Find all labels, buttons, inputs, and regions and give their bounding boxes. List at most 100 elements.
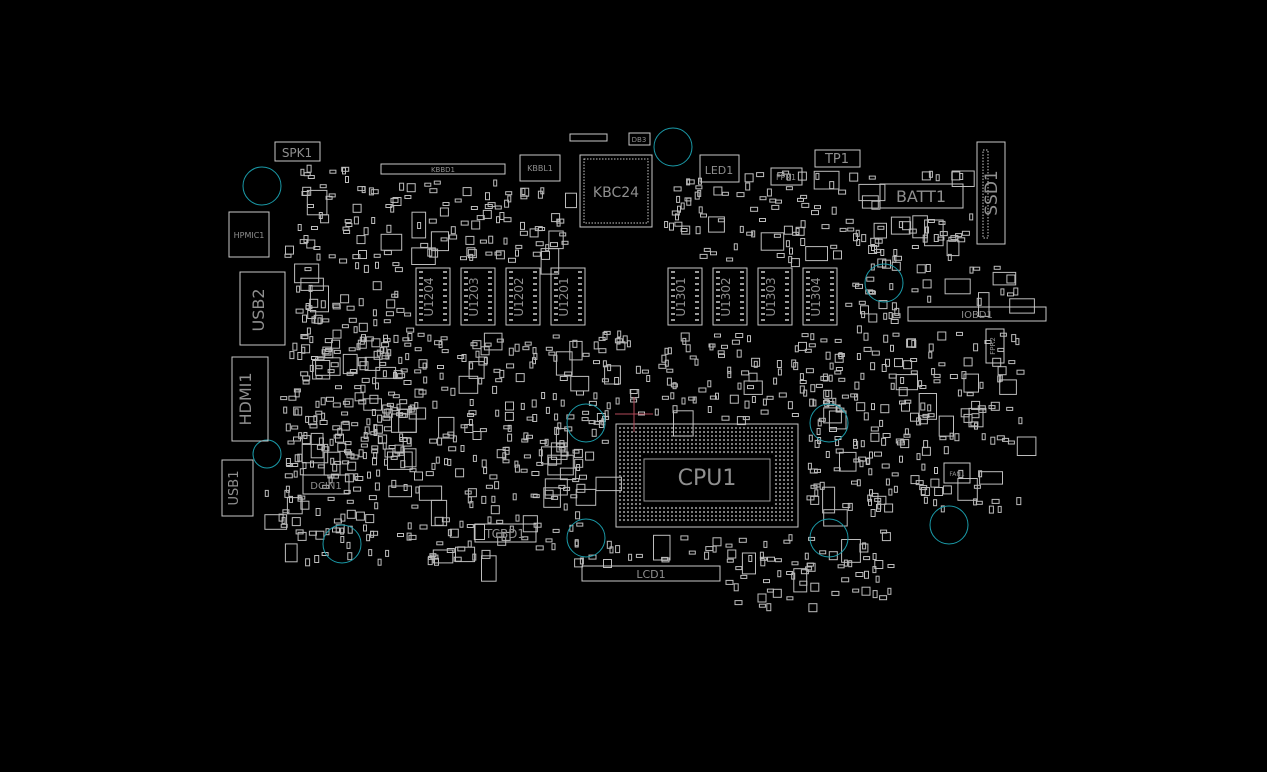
passive-component — [874, 451, 882, 457]
mounting-hole — [929, 505, 969, 545]
memory-chip-u1302[interactable]: U1302 — [712, 267, 748, 326]
db3-component[interactable]: DB3 — [628, 132, 651, 146]
memory-chip-u1301[interactable]: U1301 — [667, 267, 703, 326]
cpu-ball — [750, 434, 754, 438]
memory-chip-u1203[interactable]: U1203 — [460, 267, 496, 326]
lcd1-connector[interactable]: LCD1 — [581, 565, 721, 582]
cpu-ball — [738, 510, 742, 514]
passive-component — [376, 469, 381, 477]
cpu1-package[interactable]: CPU1 — [615, 423, 799, 528]
passive-component — [457, 355, 465, 359]
memory-chip-u1304[interactable]: U1304 — [802, 267, 838, 326]
cpu-ball — [650, 514, 654, 518]
passive-component — [885, 358, 890, 367]
memory-chip-u1204[interactable]: U1204 — [415, 267, 451, 326]
cpu-ball — [746, 446, 750, 450]
passive-component — [552, 334, 560, 339]
memory-chips: U1204 U1203 U1202 U1201 U1301 U1302 U130… — [415, 267, 838, 326]
memory-chip-pin — [488, 295, 492, 297]
passive-component — [319, 184, 327, 189]
cpu-ball — [726, 514, 730, 518]
passive-component — [892, 313, 901, 319]
passive-component — [809, 468, 818, 474]
hdmi1-connector[interactable]: HDMI1 — [231, 356, 269, 442]
kbbl1-connector[interactable]: KBBL1 — [519, 154, 561, 182]
fan1-connector[interactable]: FAN1 — [943, 462, 971, 484]
passive-component — [880, 404, 890, 414]
passive-component — [822, 486, 836, 514]
passive-component — [397, 451, 405, 456]
passive-component — [325, 195, 333, 200]
passive-component — [467, 249, 477, 259]
cpu-ball — [750, 438, 754, 442]
cpu-ball — [666, 450, 670, 454]
kbc24-chip[interactable]: KBC24 — [579, 154, 653, 228]
passive-component — [385, 204, 393, 208]
passive-component — [861, 586, 871, 596]
memory-chip-u1201[interactable]: U1201 — [550, 267, 586, 326]
passive-component — [302, 314, 307, 323]
passive-component — [358, 322, 368, 332]
passive-component — [502, 452, 507, 460]
passive-component — [922, 234, 928, 243]
hpmic1-connector[interactable]: HPMIC1 — [228, 211, 270, 258]
passive-component — [485, 484, 493, 489]
passive-component — [854, 393, 859, 401]
memory-chip-pin — [716, 313, 720, 315]
ssd1-connector[interactable]: SSD1 — [976, 141, 1006, 245]
passive-component — [531, 399, 537, 408]
passive-component — [872, 566, 877, 574]
passive-component — [785, 186, 793, 191]
usb2-connector[interactable]: USB2 — [239, 271, 286, 346]
passive-component — [890, 216, 911, 235]
passive-component — [417, 222, 422, 229]
passive-component — [853, 458, 861, 463]
cpu-ball — [726, 510, 730, 514]
memory-chip-u1202[interactable]: U1202 — [505, 267, 541, 326]
passive-component — [400, 446, 405, 454]
passive-component — [601, 439, 609, 444]
cpu-ball — [734, 426, 738, 430]
cpu-ball — [758, 506, 762, 510]
kbbd1-connector[interactable]: KBBD1 — [380, 163, 506, 175]
passive-component — [285, 485, 290, 493]
cpu-ball — [622, 466, 626, 470]
cpu-ball — [758, 450, 762, 454]
cpu-ball — [718, 438, 722, 442]
cpu-ball — [622, 454, 626, 458]
spk1-connector[interactable]: SPK1 — [274, 141, 321, 162]
iobd1-connector[interactable]: IOBD1 — [907, 306, 1047, 322]
passive-component — [521, 536, 529, 541]
usb1-connector[interactable]: USB1 — [221, 459, 254, 517]
memory-chip-u1303[interactable]: U1303 — [757, 267, 793, 326]
cpu-ball — [698, 506, 702, 510]
passive-component — [686, 178, 691, 186]
cpu-ball — [766, 506, 770, 510]
tcbd1-connector[interactable]: TCBD1 — [474, 523, 537, 543]
passive-component — [881, 437, 887, 446]
batt1-connector[interactable]: BATT1 — [879, 183, 964, 209]
passive-component — [997, 505, 1002, 513]
cpu-ball — [750, 442, 754, 446]
passive-component — [329, 438, 334, 446]
cpu-ball — [778, 434, 782, 438]
fpr2-connector[interactable]: FPR2 — [985, 328, 1005, 364]
cpu-ball — [626, 474, 630, 478]
cpu-ball — [726, 506, 730, 510]
cpu-ball — [786, 490, 790, 494]
memory-chip-pin — [830, 301, 834, 303]
led1-connector[interactable]: LED1 — [699, 154, 740, 183]
passive-component — [438, 416, 455, 439]
passive-component — [622, 335, 628, 344]
tp1-connector[interactable]: TP1 — [814, 149, 861, 168]
passive-component — [771, 204, 780, 210]
passive-component — [409, 468, 417, 473]
hdmi1-label: HDMI1 — [236, 372, 255, 425]
passive-component — [431, 462, 436, 470]
dcin1-connector[interactable]: DCIN1 — [302, 474, 350, 495]
passive-component — [1011, 334, 1017, 343]
passive-component — [450, 387, 456, 396]
passive-component — [856, 479, 861, 487]
cpu-ball — [730, 426, 734, 430]
fpr1-connector[interactable]: FPR1 — [770, 167, 803, 186]
